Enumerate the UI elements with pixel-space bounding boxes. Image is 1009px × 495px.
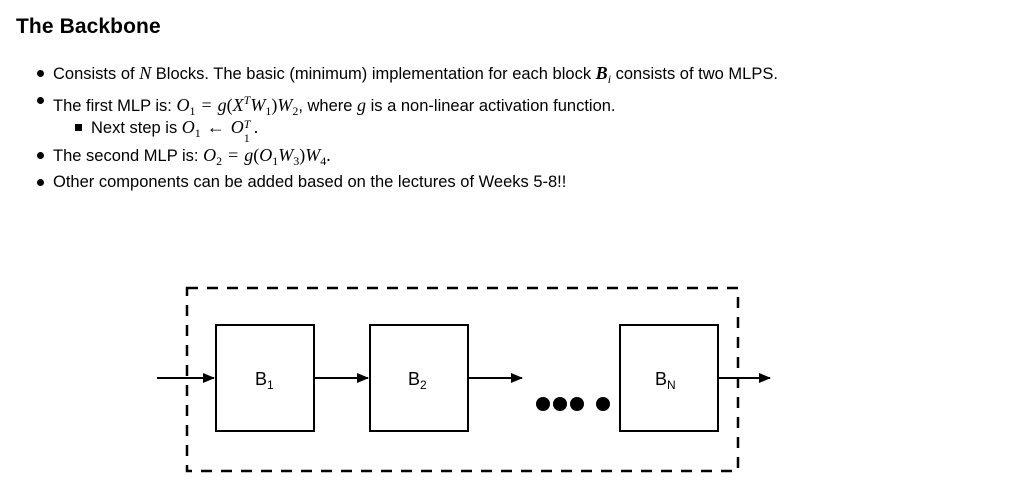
math-eq: =: [228, 145, 239, 165]
math-sub: 1: [243, 131, 250, 145]
math-sub: 2: [292, 104, 299, 118]
bullet-text: Consists of: [53, 65, 140, 83]
ellipsis-dots: [536, 397, 610, 411]
bullet-dot: [37, 152, 44, 159]
math-o: O: [181, 117, 195, 137]
math-paren: (: [253, 145, 260, 165]
math-sub-i: i: [607, 72, 612, 86]
math-w: W: [277, 95, 293, 115]
slide-title: The Backbone: [16, 15, 161, 38]
bullet-dot: [37, 179, 44, 186]
math-b: B: [595, 63, 608, 83]
math-o: O: [259, 145, 273, 165]
block-bn: [619, 324, 719, 432]
block-b1: [215, 324, 315, 432]
bullet-dot: [37, 70, 44, 77]
math-sub: 1: [272, 154, 279, 168]
math-paren: ): [299, 145, 306, 165]
math-o: O: [230, 117, 244, 137]
block-b2-label: B2: [408, 369, 427, 392]
block-b1-label: B1: [255, 369, 274, 392]
math-o: O: [203, 145, 217, 165]
block-b2: [369, 324, 469, 432]
math-paren: ): [271, 95, 278, 115]
math-sup-t: T: [243, 117, 251, 131]
bullet-blocks: Consists of N Blocks. The basic (minimum…: [37, 62, 778, 90]
math-g: g: [357, 95, 367, 115]
bullet-text: The first MLP is:: [53, 97, 177, 115]
math-w: W: [305, 145, 321, 165]
bullet-text: The second MLP is:: [53, 147, 204, 165]
bullet-dot: [37, 97, 44, 104]
math-period: .: [253, 117, 259, 137]
math-sub: 4: [320, 154, 327, 168]
math-sub: 1: [265, 104, 272, 118]
math-w: W: [250, 95, 266, 115]
math-x: X: [232, 95, 244, 115]
block-bn-label: BN: [655, 369, 676, 392]
bullet-text: Blocks. The basic (minimum) implementati…: [151, 65, 596, 83]
bullet-text: Next step is: [91, 119, 182, 137]
math-g: g: [244, 145, 254, 165]
backbone-container: [185, 286, 740, 473]
bullet-second-mlp: The second MLP is: O2=g(O1W3)W4.: [37, 144, 331, 172]
math-w: W: [278, 145, 294, 165]
math-sub: 2: [216, 154, 223, 168]
math-sub: 3: [293, 154, 300, 168]
bullet-text: is a non-linear activation function.: [366, 97, 616, 115]
bullet-text: consists of two MLPS.: [611, 65, 778, 83]
math-period: .: [326, 145, 331, 165]
bullet-text: Other components can be added based on t…: [53, 173, 567, 191]
math-g: g: [217, 95, 227, 115]
bullet-other-components: Other components can be added based on t…: [37, 171, 567, 193]
math-paren: (: [226, 95, 233, 115]
math-n: N: [139, 63, 152, 83]
math-sub: 1: [194, 126, 201, 140]
bullet-text: , where: [298, 97, 358, 115]
math-sup-t: T: [243, 93, 251, 107]
math-sub: 1: [189, 104, 196, 118]
math-arrow: ←: [206, 117, 225, 137]
math-o: O: [176, 95, 190, 115]
bullet-square: [75, 124, 82, 131]
math-eq: =: [201, 95, 212, 115]
bullet-first-mlp: The first MLP is: O1=g(XTW1)W2, where g …: [37, 89, 616, 122]
